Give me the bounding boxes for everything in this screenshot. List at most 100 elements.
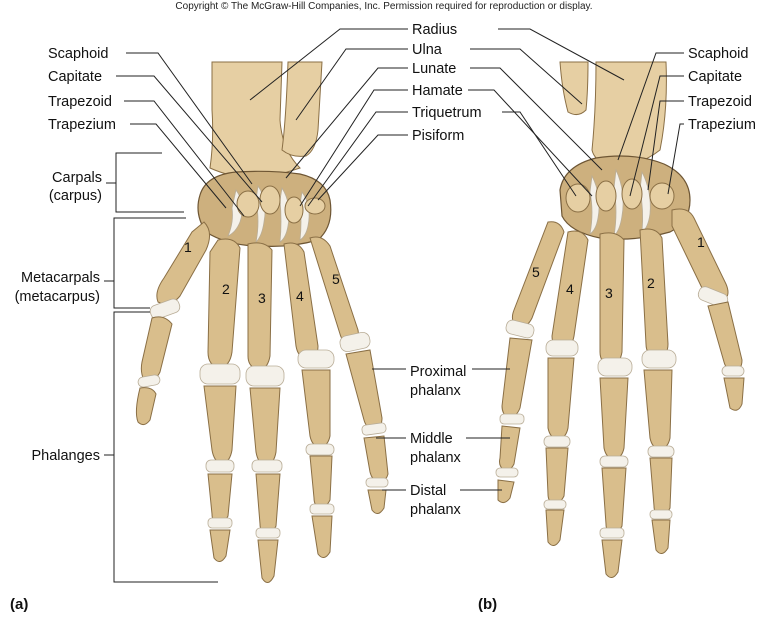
digit-numbers-a: 1 2 3 4 5 bbox=[184, 239, 340, 306]
label-capitate-b: Capitate bbox=[688, 69, 742, 85]
digit-number-a-5: 5 bbox=[332, 271, 340, 287]
proximal-phalanx-2-a bbox=[203, 385, 237, 465]
distal-phalanx-2-a bbox=[209, 529, 231, 562]
metacarpal-2-b bbox=[639, 228, 669, 359]
label-distal: Distal bbox=[410, 483, 446, 499]
digit-number-b-1: 1 bbox=[697, 234, 705, 250]
proximal-phalanx-1-a bbox=[140, 316, 173, 382]
middle-phalanx-2-a bbox=[207, 473, 233, 525]
leader-lines bbox=[104, 28, 684, 583]
labels-phalanx: Proximal phalanx Middle phalanx Distal p… bbox=[410, 364, 466, 518]
leader-scaphoid-a bbox=[126, 52, 253, 185]
panel-label-a: (a) bbox=[10, 596, 28, 613]
proximal-phalanx-5-b bbox=[501, 337, 533, 419]
label-pisiform: Pisiform bbox=[412, 128, 464, 144]
labels-right: Scaphoid Capitate Trapezoid Trapezium bbox=[688, 46, 756, 133]
distal-phalanx-2-b bbox=[651, 519, 671, 554]
bracket-phalanges bbox=[113, 311, 218, 583]
label-middle: Middle bbox=[410, 431, 453, 447]
metacarpal-1-b bbox=[671, 208, 729, 303]
distal-phalanx-5-a bbox=[367, 489, 387, 514]
label-hamate: Hamate bbox=[412, 83, 463, 99]
carpal-joints-a bbox=[227, 184, 326, 244]
label-carpals: Carpals bbox=[52, 170, 102, 186]
middle-phalanx-3-a bbox=[255, 473, 281, 535]
proximal-phalanx-5-a bbox=[345, 349, 383, 431]
leader-scaphoid-b bbox=[617, 52, 684, 161]
label-scaphoid-b: Scaphoid bbox=[688, 46, 748, 62]
digit-number-a-4: 4 bbox=[296, 288, 304, 304]
distal-phalanx-4-a bbox=[311, 515, 333, 558]
ulna-bone-b bbox=[559, 61, 589, 116]
leader-triquetrum-b bbox=[502, 111, 577, 197]
distal-phalanx-5-b bbox=[497, 479, 515, 504]
digit-numbers-b: 5 4 3 2 1 bbox=[532, 234, 705, 301]
leader-trapezoid-b bbox=[647, 100, 684, 191]
distal-phalanx-1-a bbox=[135, 387, 157, 426]
carpal-joints-b bbox=[565, 168, 675, 238]
middle-phalanx-4-b bbox=[545, 447, 569, 505]
bracket-metacarpals bbox=[113, 217, 186, 309]
label-metacarpals: Metacarpals bbox=[21, 270, 100, 286]
leader-trapezium-a bbox=[130, 123, 227, 209]
label-distal-phalanx: phalanx bbox=[410, 502, 462, 518]
middle-phalanx-5-b bbox=[499, 425, 521, 471]
digit-number-b-4: 4 bbox=[566, 281, 574, 297]
leader-lunate-b bbox=[470, 67, 603, 171]
label-trapezoid-a: Trapezoid bbox=[48, 94, 112, 110]
label-proximal: Proximal bbox=[410, 364, 466, 380]
leader-capitate-a bbox=[116, 75, 263, 203]
label-radius: Radius bbox=[412, 22, 457, 38]
leader-hamate-a bbox=[299, 89, 408, 207]
digit-number-b-2: 2 bbox=[647, 275, 655, 291]
label-carpus: (carpus) bbox=[49, 188, 102, 204]
distal-phalanx-3-a bbox=[257, 539, 279, 583]
metacarpal-2-a bbox=[207, 238, 241, 369]
leader-ulna-b bbox=[470, 48, 583, 105]
leader-trapezoid-a bbox=[124, 100, 245, 217]
label-capitate-a: Capitate bbox=[48, 69, 102, 85]
metacarpal-1-a bbox=[156, 221, 210, 305]
distal-phalanx-3-b bbox=[601, 539, 623, 578]
copyright-notice: Copyright © The McGraw-Hill Companies, I… bbox=[175, 1, 592, 12]
proximal-phalanx-1-b bbox=[707, 301, 743, 373]
leader-lunate-a bbox=[285, 67, 408, 179]
label-middle-phalanx: phalanx bbox=[410, 450, 462, 466]
middle-phalanx-2-b bbox=[649, 457, 673, 517]
label-trapezium-a: Trapezium bbox=[48, 117, 116, 133]
leader-trapezium-b bbox=[667, 123, 684, 195]
proximal-phalanx-2-b bbox=[643, 369, 673, 451]
leader-pisiform-a bbox=[317, 134, 408, 201]
radius-bone-b bbox=[591, 61, 667, 169]
metacarpal-5-a bbox=[309, 236, 359, 345]
digit-number-b-5: 5 bbox=[532, 264, 540, 280]
proximal-phalanx-4-b bbox=[547, 357, 575, 441]
bracket-carpals bbox=[115, 152, 184, 213]
panel-label-b: (b) bbox=[478, 596, 497, 613]
leader-radius-a bbox=[249, 28, 408, 101]
middle-phalanx-5-a bbox=[363, 435, 389, 483]
label-trapezoid-b: Trapezoid bbox=[688, 94, 752, 110]
digit-number-b-3: 3 bbox=[605, 285, 613, 301]
leader-hamate-b bbox=[468, 89, 593, 197]
leader-ulna-a bbox=[295, 48, 408, 121]
labels-left: Scaphoid Capitate Trapezoid Trapezium Ca… bbox=[15, 46, 116, 464]
leader-capitate-b bbox=[629, 75, 684, 197]
labels-center: Radius Ulna Lunate Hamate Triquetrum Pis… bbox=[412, 22, 482, 144]
middle-phalanx-4-a bbox=[309, 455, 333, 509]
leader-triquetrum-a bbox=[307, 111, 408, 207]
proximal-phalanx-3-b bbox=[599, 377, 629, 461]
label-phalanges: Phalanges bbox=[31, 448, 100, 464]
label-scaphoid-a: Scaphoid bbox=[48, 46, 108, 62]
digit-number-a-1: 1 bbox=[184, 239, 192, 255]
label-triquetrum: Triquetrum bbox=[412, 105, 482, 121]
label-proximal-phalanx: phalanx bbox=[410, 383, 462, 399]
hand-a-illustration bbox=[135, 61, 389, 583]
label-trapezium-b: Trapezium bbox=[688, 117, 756, 133]
digit-number-a-2: 2 bbox=[222, 281, 230, 297]
digit-number-a-3: 3 bbox=[258, 290, 266, 306]
middle-phalanx-3-b bbox=[601, 467, 627, 535]
hand-b-illustration bbox=[495, 61, 745, 578]
distal-phalanx-1-b bbox=[723, 377, 745, 411]
